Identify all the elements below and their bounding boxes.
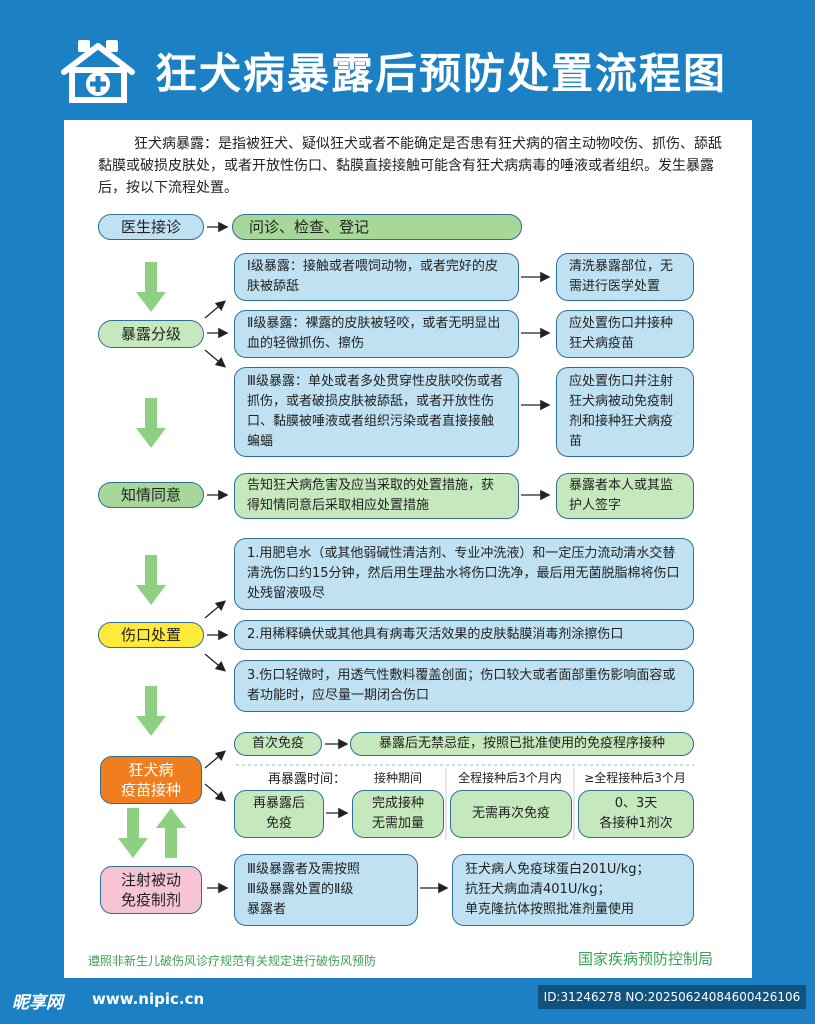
column-value-3-line1: 0、3天 <box>614 796 658 811</box>
wound-item-2: 2.用稀释碘伏或其他具有病毒灭活效果的皮肤黏膜消毒剂涂擦伤口 <box>234 620 694 650</box>
watermark-url: www.nipic.cn <box>92 990 205 1008</box>
step-grading-label: 暴露分级 <box>120 325 181 343</box>
level3-box: Ⅲ级暴露：单处或者多处贯穿性皮肤咬伤或者抓伤，或者破损皮肤被舔舐，或者开放性伤口… <box>234 367 519 457</box>
step-visit-label: 医生接诊 <box>120 218 181 236</box>
step-passive-label-2: 免疫制剂 <box>120 891 181 909</box>
column-value-3-line2: 各接种1剂次 <box>599 816 673 831</box>
down-arrow-icon <box>118 808 148 858</box>
hospital-icon <box>61 40 135 103</box>
column-value-1: 完成接种 无需加量 <box>352 790 444 838</box>
step-visit: 医生接诊 <box>98 214 204 240</box>
column-header-3: ≥全程接种后3个月 <box>584 771 686 785</box>
level3-desc: Ⅲ级暴露：单处或者多处贯穿性皮肤咬伤或者抓伤，或者破损皮肤被舔舐，或者开放性伤口… <box>247 374 503 449</box>
intro-text: 狂犬病暴露：是指被狂犬、疑似狂犬或者不能确定是否患有狂犬病的宿主动物咬伤、抓伤、… <box>98 136 722 196</box>
step-vaccine-label-2: 疫苗接种 <box>120 781 181 799</box>
passive-what-1: 狂犬病人免疫球蛋白201U/kg； <box>465 862 650 877</box>
column-header-1: 接种期间 <box>373 771 422 785</box>
passive-what-2: 抗狂犬病血清401U/kg； <box>465 882 611 897</box>
down-arrow-icon <box>136 398 166 448</box>
tetanus-footnote: 遵照非新生儿破伤风诊疗规范有关规定进行破伤风预防 <box>88 954 377 968</box>
wound-item-2-text: 2.用稀释碘伏或其他具有病毒灭活效果的皮肤黏膜消毒剂涂擦伤口 <box>247 627 624 642</box>
step-passive: 注射被动 免疫制剂 <box>100 866 202 914</box>
re-exposure-label-box: 再暴露后 免疫 <box>234 790 324 838</box>
first-dose-label-box: 首次免疫 <box>234 732 322 756</box>
down-arrow-icon <box>136 262 166 312</box>
passive-who-3: 暴露者 <box>247 902 287 917</box>
consent-desc: 告知狂犬病危害及应当采取的处置措施，获得知情同意后采取相应处置措施 <box>247 478 495 513</box>
level1-action: 清洗暴露部位，无需进行医学处置 <box>569 259 674 294</box>
consent-action: 暴露者本人或其监护人签字 <box>569 478 674 513</box>
column-value-2-line1: 无需再次免疫 <box>471 806 550 821</box>
wound-item-3: 3.伤口轻微时，用透气性敷料覆盖创面；伤口较大或者面部重伤影响面容或者功能时，应… <box>234 660 694 712</box>
wound-item-3-text: 3.伤口轻微时，用透气性敷料覆盖创面；伤口较大或者面部重伤影响面容或者功能时，应… <box>247 668 676 703</box>
step-passive-label-1: 注射被动 <box>120 871 181 889</box>
visit-action-text: 问诊、检查、登记 <box>249 218 370 236</box>
watermark-brand: 昵享网 <box>12 993 63 1013</box>
first-dose-desc: 暴露后无禁忌症，按照已批准使用的免疫程序接种 <box>378 736 665 751</box>
agency-name: 国家疾病预防控制局 <box>578 950 714 968</box>
column-value-1-line2: 无需加量 <box>371 816 424 831</box>
up-arrow-icon <box>156 808 186 858</box>
wound-item-1: 1.用肥皂水（或其他弱碱性清洁剂、专业冲洗液）和一定压力流动清水交替清洗伤口约1… <box>234 538 694 610</box>
step-vaccine-label-1: 狂犬病 <box>128 761 174 779</box>
wound-item-1-text: 1.用肥皂水（或其他弱碱性清洁剂、专业冲洗液）和一定压力流动清水交替清洗伤口约1… <box>247 546 680 601</box>
consent-action-box: 暴露者本人或其监护人签字 <box>556 473 694 519</box>
header: 狂犬病暴露后预防处置流程图 <box>0 0 815 118</box>
step-consent-label: 知情同意 <box>120 486 181 504</box>
level1-action-box: 清洗暴露部位，无需进行医学处置 <box>556 253 694 301</box>
passive-who-2: Ⅲ级暴露处置的Ⅱ级 <box>247 882 354 897</box>
level3-action-box: 应处置伤口并注射狂犬病被动免疫制剂和接种狂犬病疫苗 <box>556 367 694 457</box>
level1-desc: Ⅰ级暴露：接触或者喂饲动物，或者完好的皮肤被舔舐 <box>247 259 498 294</box>
step-grading: 暴露分级 <box>98 320 204 348</box>
level1-box: Ⅰ级暴露：接触或者喂饲动物，或者完好的皮肤被舔舐 <box>234 253 519 301</box>
down-arrow-icon <box>136 686 166 736</box>
column-header-2: 全程接种后3个月内 <box>458 771 562 785</box>
column-value-3: 0、3天 各接种1剂次 <box>578 790 694 838</box>
first-dose-label: 首次免疫 <box>251 736 304 751</box>
passive-who-1: Ⅲ级暴露者及需按照 <box>247 862 360 877</box>
re-exposure-label-1: 再暴露后 <box>252 796 305 811</box>
level2-box: Ⅱ级暴露：裸露的皮肤被轻咬，或者无明显出血的轻微抓伤、擦伤 <box>234 310 519 358</box>
level3-action: 应处置伤口并注射狂犬病被动免疫制剂和接种狂犬病疫苗 <box>569 374 674 449</box>
passive-what-box: 狂犬病人免疫球蛋白201U/kg； 抗狂犬病血清401U/kg； 单克隆抗体按照… <box>452 854 694 926</box>
level2-desc: Ⅱ级暴露：裸露的皮肤被轻咬，或者无明显出血的轻微抓伤、擦伤 <box>247 316 501 351</box>
step-wound: 伤口处置 <box>98 622 204 648</box>
watermark-id: ID:31246278 NO:20250624084600426106 <box>538 985 806 1009</box>
step-wound-label: 伤口处置 <box>120 626 181 644</box>
column-value-1-line1: 完成接种 <box>371 796 424 811</box>
passive-who-box: Ⅲ级暴露者及需按照 Ⅲ级暴露处置的Ⅱ级 暴露者 <box>234 854 418 926</box>
passive-what-3: 单克隆抗体按照批准剂量使用 <box>465 902 635 917</box>
step-vaccine: 狂犬病 疫苗接种 <box>100 756 202 804</box>
re-exposure-time-label: 再暴露时间： <box>268 772 347 787</box>
first-dose-desc-box: 暴露后无禁忌症，按照已批准使用的免疫程序接种 <box>350 732 694 756</box>
level2-action-box: 应处置伤口并接种狂犬病疫苗 <box>556 310 694 358</box>
page-title: 狂犬病暴露后预防处置流程图 <box>155 49 728 98</box>
level2-action: 应处置伤口并接种狂犬病疫苗 <box>569 316 674 351</box>
step-consent: 知情同意 <box>98 482 204 508</box>
down-arrow-icon <box>136 555 166 605</box>
column-value-2: 无需再次免疫 <box>450 790 572 838</box>
consent-box: 告知狂犬病危害及应当采取的处置措施，获得知情同意后采取相应处置措施 <box>234 473 519 519</box>
re-exposure-label-2: 免疫 <box>265 816 292 831</box>
visit-action: 问诊、检查、登记 <box>232 214 522 240</box>
